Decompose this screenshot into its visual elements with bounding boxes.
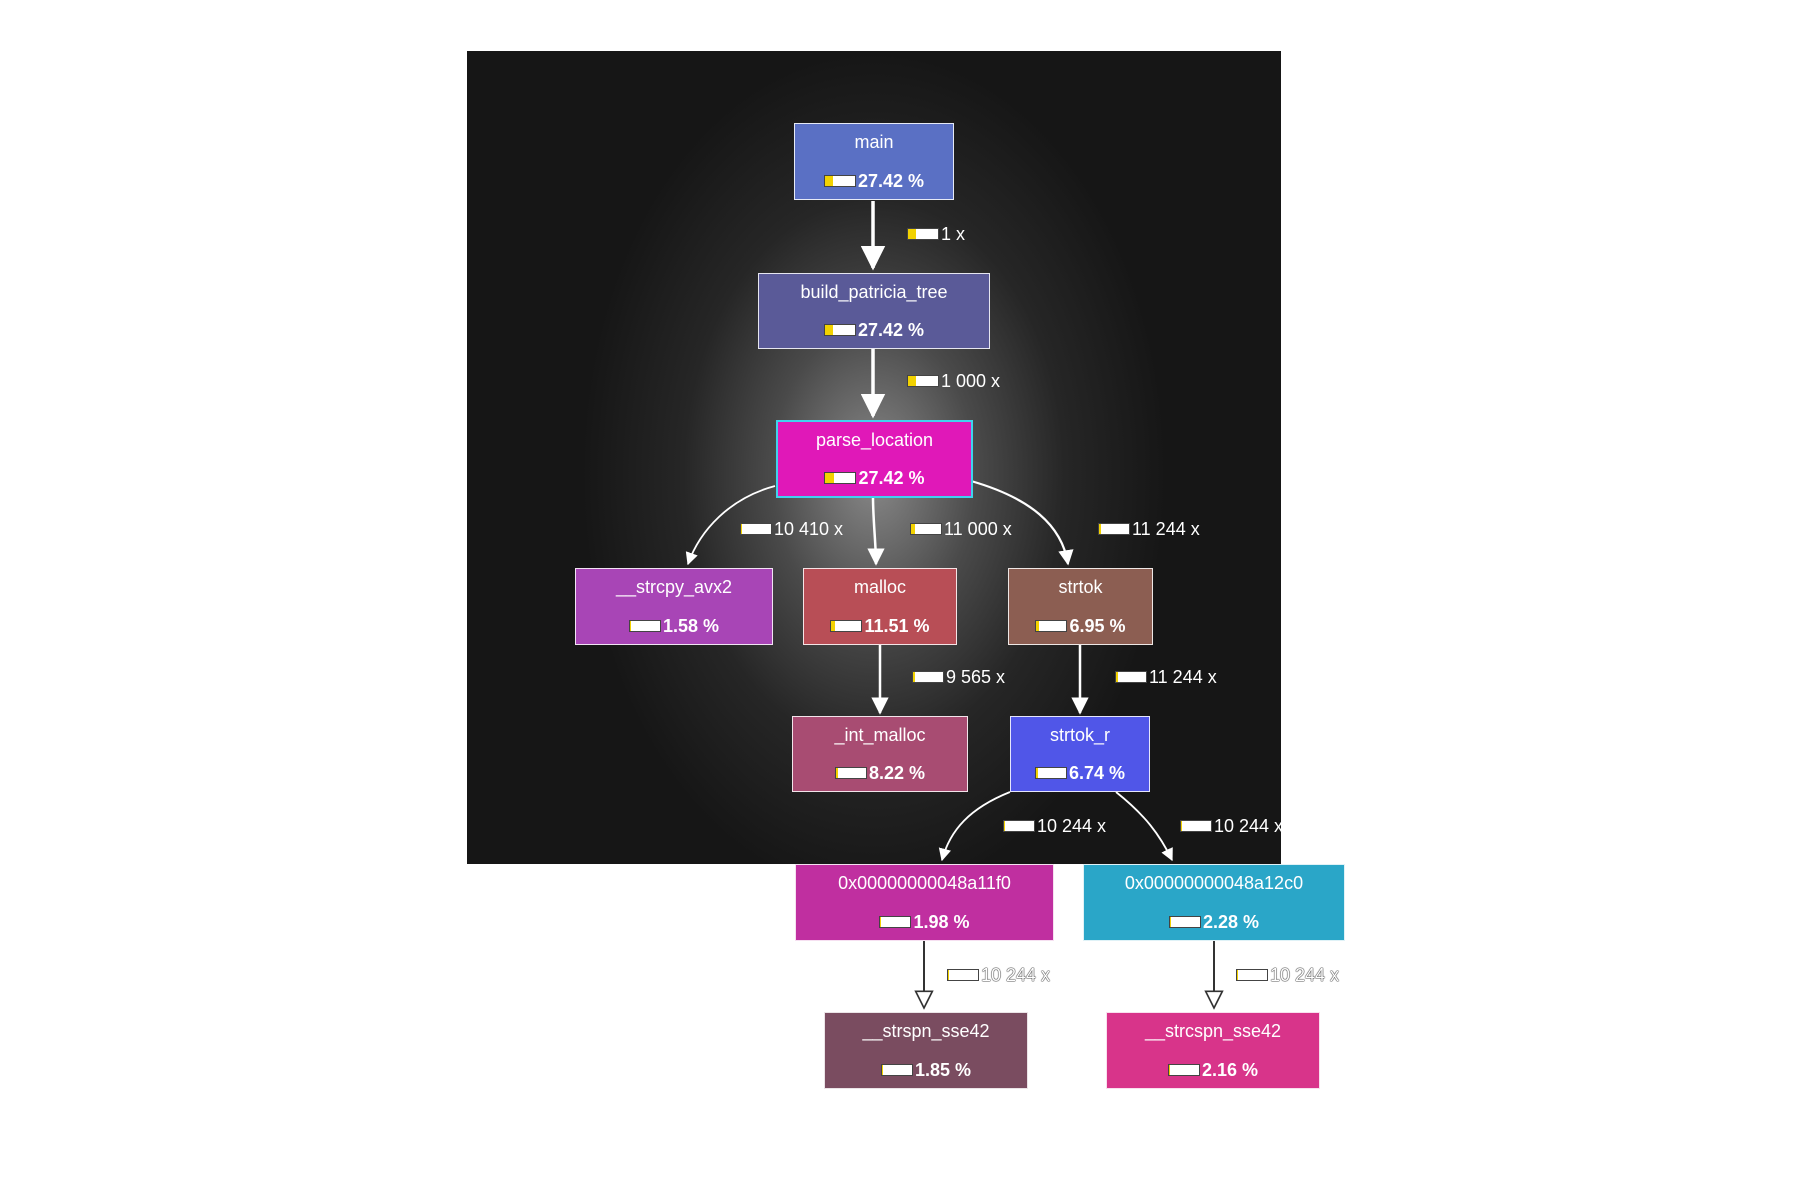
node-strcpy-avx2[interactable]: __strcpy_avx2 1.58 % — [575, 568, 773, 645]
cost-label: 27.42 % — [795, 171, 953, 191]
function-name: 0x00000000048a12c0 — [1124, 873, 1304, 893]
edge-label-malloc-int: 9 565 x — [912, 667, 1005, 687]
call-count: 10 410 x — [774, 519, 844, 539]
edge-label-addr1-strspn: 10 244 x — [947, 965, 1050, 985]
node-strtok-r[interactable]: strtok_r 6.74 % — [1010, 716, 1150, 792]
cost-percent: 2.16 % — [1201, 1060, 1259, 1080]
cost-label: 2.16 % — [1107, 1060, 1319, 1080]
call-bar — [1003, 820, 1035, 832]
node-strspn-sse42[interactable]: __strspn_sse42 1.85 % — [824, 1012, 1028, 1089]
call-count: 11 244 x — [1149, 667, 1217, 687]
cost-label: 8.22 % — [793, 763, 967, 783]
function-name: build_patricia_tree — [800, 282, 948, 302]
cost-bar — [879, 916, 912, 928]
function-name: parse_location — [815, 430, 934, 450]
cost-percent: 27.42 % — [857, 320, 925, 340]
edge-label-build-parse: 1 000 x — [907, 371, 1000, 391]
cost-percent: 27.42 % — [858, 468, 925, 488]
cost-label: 1.98 % — [796, 912, 1053, 932]
cost-label: 1.58 % — [576, 616, 772, 636]
function-name: __strspn_sse42 — [862, 1021, 990, 1041]
node-int-malloc[interactable]: _int_malloc 8.22 % — [792, 716, 968, 792]
cost-percent: 6.74 % — [1068, 763, 1126, 783]
cost-label: 6.74 % — [1011, 763, 1149, 783]
cost-bar — [1034, 767, 1067, 779]
cost-bar — [880, 1064, 913, 1076]
edge-label-parse-strtok: 11 244 x — [1098, 519, 1200, 539]
node-build-patricia-tree[interactable]: build_patricia_tree 27.42 % — [758, 273, 990, 349]
call-bar — [1115, 671, 1147, 683]
edge-label-addr2-strcspn: 10 244 x — [1236, 965, 1339, 985]
cost-bar — [628, 620, 661, 632]
edge-label-strtokr-addr2: 10 244 x — [1180, 816, 1283, 836]
function-name: main — [854, 132, 894, 152]
call-bar — [1098, 523, 1130, 535]
cost-label: 2.28 % — [1084, 912, 1344, 932]
cost-bar — [830, 620, 863, 632]
function-name: __strcspn_sse42 — [1144, 1021, 1282, 1041]
call-count: 10 244 x — [1214, 816, 1284, 836]
cost-label: 27.42 % — [778, 468, 971, 488]
cost-label: 11.51 % — [804, 616, 956, 636]
call-count: 9 565 x — [946, 667, 1006, 687]
cost-bar — [1167, 1064, 1200, 1076]
cost-percent: 27.42 % — [857, 171, 925, 191]
function-name: strtok — [1058, 577, 1103, 597]
cost-bar — [824, 472, 857, 484]
call-bar — [907, 375, 939, 387]
cost-bar — [1168, 916, 1201, 928]
call-count: 10 244 x — [1270, 965, 1340, 985]
node-parse-location[interactable]: parse_location 27.42 % — [776, 420, 973, 498]
cost-label: 1.85 % — [825, 1060, 1027, 1080]
cost-label: 6.95 % — [1009, 616, 1152, 636]
call-count: 10 244 x — [1037, 816, 1107, 836]
function-name: 0x00000000048a11f0 — [838, 873, 1011, 893]
cost-percent: 8.22 % — [868, 763, 926, 783]
edge-label-main-build: 1 x — [907, 224, 965, 244]
cost-percent: 6.95 % — [1069, 616, 1126, 636]
call-bar — [1180, 820, 1212, 832]
call-count: 1 000 x — [941, 371, 1001, 391]
cost-bar — [823, 175, 856, 187]
function-name: _int_malloc — [834, 725, 926, 745]
call-count: 11 000 x — [944, 519, 1012, 539]
edge-label-strtokr-addr1: 10 244 x — [1003, 816, 1106, 836]
edge-label-parse-malloc: 11 000 x — [910, 519, 1012, 539]
cost-percent: 2.28 % — [1202, 912, 1260, 932]
node-strcspn-sse42[interactable]: __strcspn_sse42 2.16 % — [1106, 1012, 1320, 1089]
call-bar — [740, 523, 772, 535]
call-bar — [907, 228, 939, 240]
call-bar — [910, 523, 942, 535]
call-count: 10 244 x — [981, 965, 1051, 985]
node-strtok[interactable]: strtok 6.95 % — [1008, 568, 1153, 645]
call-count: 11 244 x — [1132, 519, 1200, 539]
function-name: malloc — [853, 577, 906, 597]
call-bar — [1236, 969, 1268, 981]
call-bar — [912, 671, 944, 683]
function-name: strtok_r — [1049, 725, 1110, 745]
call-count: 1 x — [941, 224, 966, 244]
node-addr-48a12c0[interactable]: 0x00000000048a12c0 2.28 % — [1083, 864, 1345, 941]
cost-bar — [1035, 620, 1068, 632]
cost-bar — [823, 324, 856, 336]
cost-label: 27.42 % — [759, 320, 989, 340]
node-addr-48a11f0[interactable]: 0x00000000048a11f0 1.98 % — [795, 864, 1054, 941]
node-malloc[interactable]: malloc 11.51 % — [803, 568, 957, 645]
cost-percent: 11.51 % — [864, 616, 930, 636]
cost-percent: 1.85 % — [914, 1060, 972, 1080]
edge-label-strtok-strtokr: 11 244 x — [1115, 667, 1217, 687]
node-main[interactable]: main 27.42 % — [794, 123, 954, 200]
cost-percent: 1.58 % — [662, 616, 720, 636]
cost-percent: 1.98 % — [913, 912, 970, 932]
function-name: __strcpy_avx2 — [615, 577, 733, 597]
cost-bar — [834, 767, 867, 779]
call-bar — [947, 969, 979, 981]
edge-label-parse-strcpy: 10 410 x — [740, 519, 843, 539]
